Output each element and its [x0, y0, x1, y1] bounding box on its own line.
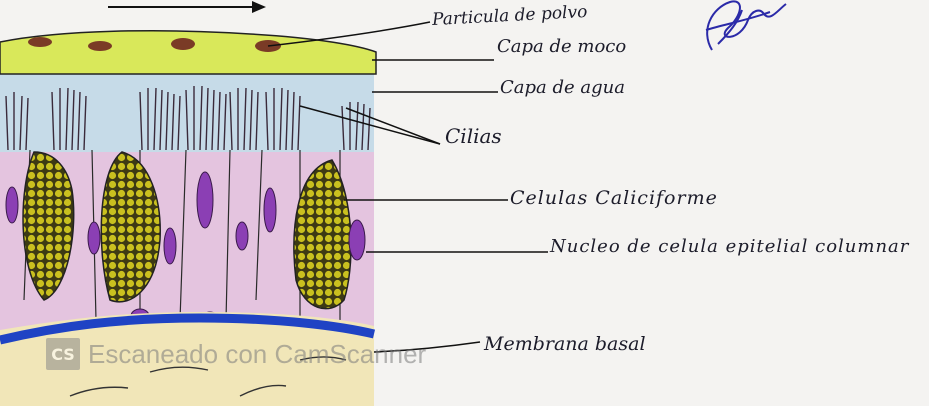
- camscanner-logo: CS: [46, 338, 80, 370]
- camscanner-watermark: CS Escaneado con CamScanner: [46, 336, 426, 372]
- label-columnar-nucleus: Nucleo de celula epitelial columnar: [550, 236, 909, 257]
- label-basement-membrane: Membrana basal: [484, 333, 646, 355]
- label-mucus-layer: Capa de moco: [497, 36, 626, 57]
- watermark-text: Escaneado con CamScanner: [88, 339, 426, 370]
- flow-arrow: [108, 1, 266, 13]
- mucus-layer: [0, 31, 376, 74]
- label-goblet-cells: Celulas Caliciforme: [510, 187, 718, 209]
- label-cilia: Cilias: [445, 124, 502, 148]
- label-water-layer: Capa de agua: [500, 77, 625, 98]
- signature: [706, 1, 786, 50]
